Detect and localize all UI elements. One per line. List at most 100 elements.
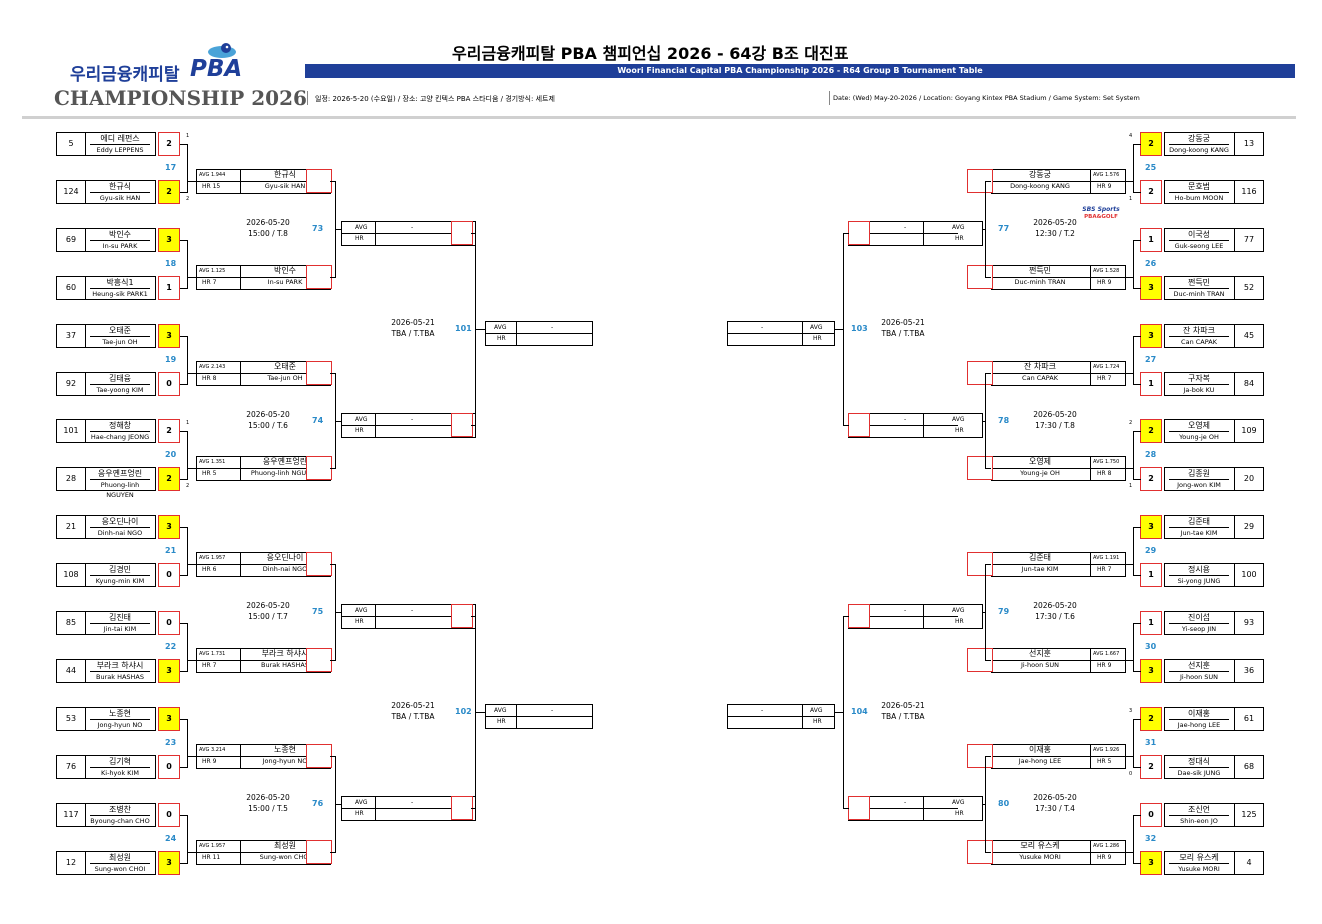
player-name-ko: 구자복 xyxy=(1169,374,1229,385)
player-seed: 44 xyxy=(57,660,86,682)
round3-score-box xyxy=(451,796,473,820)
bracket-line xyxy=(1133,144,1134,193)
round2-name-en: Gyu-sik HAN xyxy=(264,182,306,190)
round2-divider xyxy=(196,852,330,853)
round2-name-ko: 노종현 xyxy=(273,745,297,754)
match-number: 21 xyxy=(165,546,177,555)
player-name-ko: 강동궁 xyxy=(1169,134,1229,145)
player-name-en: Jun-tae KIM xyxy=(1180,529,1218,537)
match-date: 2026-05-20 xyxy=(1033,793,1077,802)
player-name-ko: 오태준 xyxy=(90,326,150,337)
bracket-line xyxy=(330,564,336,565)
match-date: 2026-05-20 xyxy=(1033,601,1077,610)
bracket-line xyxy=(1133,815,1134,864)
round3-divider xyxy=(848,425,958,426)
round3-score-box xyxy=(848,604,870,628)
bracket-line xyxy=(843,233,844,426)
player-seed: 101 xyxy=(57,420,86,442)
bracket-line xyxy=(336,804,341,805)
bracket-line xyxy=(1133,660,1134,661)
round2-hr: HR 9 xyxy=(202,758,217,765)
player-name-ko: 최성원 xyxy=(90,853,150,864)
set-score: 3 xyxy=(1140,851,1162,875)
bracket-line xyxy=(982,229,986,230)
bracket-line xyxy=(180,336,188,337)
player-name-ko: 응오딘나이 xyxy=(90,517,150,528)
round2-divider xyxy=(1090,361,1091,385)
round4-avg: AVG xyxy=(494,324,507,331)
round3-hr: HR xyxy=(355,810,364,817)
round3-score-box xyxy=(848,221,870,245)
bracket-line xyxy=(1133,336,1141,337)
round2-divider xyxy=(196,660,330,661)
player-name-en: Eddy LEPPENS xyxy=(96,146,144,154)
player-name-en: Shin-eon JO xyxy=(1180,817,1218,825)
bracket-line xyxy=(476,712,485,713)
bracket-line xyxy=(1133,288,1141,289)
player-name-ko: 김태융 xyxy=(90,374,150,385)
set-score: 3 xyxy=(1140,276,1162,300)
bracket-line xyxy=(187,623,188,672)
match-date: 2026-05-21 xyxy=(391,701,435,710)
bracket-line xyxy=(335,756,336,853)
round3-score-box xyxy=(451,413,473,437)
set-score: 1 xyxy=(1140,228,1162,252)
match-number: 30 xyxy=(1145,642,1157,651)
round2-name-ko: 응오딘나이 xyxy=(266,553,304,562)
match-number: 77 xyxy=(998,224,1010,233)
round2-name-en: Can CAPAK xyxy=(1022,374,1058,382)
set-score: 2 xyxy=(158,467,180,491)
player-name-en: Duc-minh TRAN xyxy=(1173,290,1225,298)
match-number: 24 xyxy=(165,834,177,843)
player-seed: 117 xyxy=(57,804,86,826)
round4-hr: HR xyxy=(813,335,822,342)
bracket-line xyxy=(335,564,336,661)
round3-divider xyxy=(848,616,958,617)
round4-avg: AVG xyxy=(810,707,823,714)
player-seed: 13 xyxy=(1234,133,1263,155)
match-time: 15:00 / T.7 xyxy=(248,612,288,621)
player-seed: 20 xyxy=(1234,468,1263,490)
round2-name-ko: 쩐득민 xyxy=(1028,266,1052,275)
bracket-line xyxy=(180,288,188,289)
match-number: 73 xyxy=(312,224,324,233)
player-name-ko: 김경민 xyxy=(90,565,150,576)
round2-score-box xyxy=(306,265,332,289)
match-time: TBA / T.TBA xyxy=(391,329,435,338)
round2-avg: AVG 1.944 xyxy=(199,172,226,178)
round4-name: - xyxy=(761,707,764,714)
player-seed: 37 xyxy=(57,325,86,347)
bracket-line xyxy=(188,373,196,374)
round2-name-en: Duc-minh TRAN xyxy=(1014,278,1066,286)
bracket-line xyxy=(335,373,336,469)
round2-name-en: Dinh-nai NGO xyxy=(262,565,308,573)
round3-divider xyxy=(923,604,924,628)
match-date: 2026-05-21 xyxy=(391,318,435,327)
bracket-line xyxy=(1133,863,1141,864)
round3-hr: HR xyxy=(955,235,964,242)
player-name-en: Jin-tai KIM xyxy=(103,625,137,633)
round2-divider xyxy=(1090,552,1091,576)
bracket-line xyxy=(476,329,485,330)
player-name-ko: 에디 레펀스 xyxy=(90,134,150,145)
broadcast-logo-line1: SBS Sports xyxy=(1082,206,1120,213)
match-date: 2026-05-20 xyxy=(246,793,290,802)
bracket-line xyxy=(1133,181,1134,182)
bracket-line xyxy=(330,756,336,757)
bracket-line xyxy=(330,373,336,374)
player-name-en: Dong-koong KANG xyxy=(1169,146,1229,154)
player-seed: 108 xyxy=(57,564,86,586)
set-score: 2 xyxy=(158,419,180,443)
round2-name-ko: 잔 차파크 xyxy=(1024,362,1056,371)
